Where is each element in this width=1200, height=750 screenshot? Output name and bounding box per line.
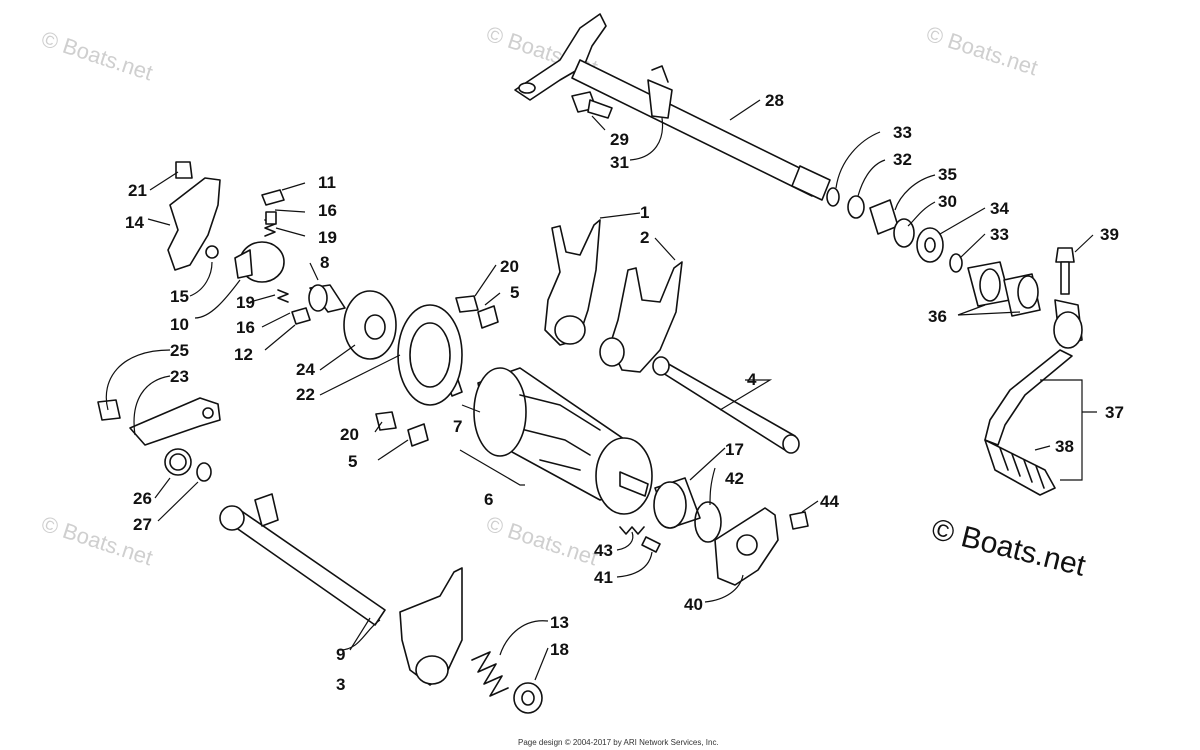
bolt-20-washer-5-lower [375,411,429,447]
cam-10 [234,241,285,283]
callout-label: 36 [928,307,947,326]
callout-label: 10 [170,315,189,334]
cam-24 [343,290,397,360]
brand-mark: © Boats.net [928,513,1089,583]
callout-label: 32 [893,150,912,169]
callout-label: 15 [170,287,189,306]
callout-label: 29 [610,130,629,149]
callout-label: 20 [340,425,359,444]
callout-label: 5 [510,283,519,302]
bolt-25 [97,399,121,421]
callout-label: 19 [236,293,255,312]
shift-fork-3 [399,567,463,686]
callout-label: 33 [990,225,1009,244]
callout-label: 25 [170,341,189,360]
callout-label: 12 [234,345,253,364]
leader-lines [105,99,1097,681]
bolt-21 [175,161,193,179]
bolt-39 [1055,247,1075,295]
spring-43-pin-41 [619,526,661,553]
bearing-22 [397,304,463,406]
bolt-29 [571,91,613,119]
callout-label: 44 [820,492,839,511]
callout-label: 5 [348,452,357,471]
callout-label: 42 [725,469,744,488]
callout-label: 11 [318,173,336,192]
watermark: © Boats.net [923,21,1040,80]
callout-label: 35 [938,165,957,184]
callout-label: 21 [128,181,147,200]
callout-label: 27 [133,515,152,534]
callout-label: 17 [725,440,744,459]
plate-23 [129,397,221,446]
cover-40 [714,507,779,586]
callout-label: 18 [550,640,569,659]
callout-label: 16 [318,201,337,220]
callout-label: 26 [133,489,152,508]
callout-label: 6 [484,490,493,509]
callout-label: 34 [990,199,1009,218]
callout-label: 43 [594,541,613,560]
shift-fork-2 [599,261,683,373]
shift-shaft-28 [514,13,831,201]
callout-label: 30 [938,192,957,211]
callout-label: 3 [336,675,345,694]
callout-label: 24 [296,360,315,379]
bolt-44 [789,511,809,530]
callout-label: 38 [1055,437,1074,456]
callout-label: 33 [893,123,912,142]
callout-labels: 1 2 3 4 5 5 6 7 8 9 10 11 12 13 14 15 16… [125,91,1124,694]
shaft-9 [219,493,386,626]
callout-label: 20 [500,257,519,276]
callout-label: 1 [640,203,649,222]
bearing-17 [653,477,701,529]
collar-18 [513,682,543,714]
washers-30-35 [826,187,963,273]
callout-label: 22 [296,385,315,404]
callout-label: 28 [765,91,784,110]
fork-shaft-4 [652,356,800,454]
callout-label: 16 [236,318,255,337]
callout-label: 31 [610,153,629,172]
footer-credit: Page design © 2004-2017 by ARI Network S… [518,738,719,747]
callout-label: 2 [640,228,649,247]
callout-label: 19 [318,228,337,247]
callout-label: 41 [594,568,613,587]
spring-13 [471,651,509,697]
shift-drum-6 [473,367,653,515]
callout-label: 40 [684,595,703,614]
callout-label: 8 [320,253,329,272]
callout-label: 13 [550,613,569,632]
spring-26 [164,448,192,476]
shift-fork-1 [544,219,601,346]
callout-label: 4 [747,370,757,389]
callout-label: 39 [1100,225,1119,244]
callout-label: 37 [1105,403,1124,422]
callout-label: 14 [125,213,144,232]
stopper-plate-14 [167,177,221,271]
watermark: © Boats.net [38,26,155,85]
bolt-20-washer-5-upper [455,295,499,329]
pawls-11-12 [261,189,311,325]
callout-label: 23 [170,367,189,386]
callout-label: 9 [336,645,345,664]
collar-27 [196,462,212,482]
oring-42 [694,501,722,543]
watermark: © Boats.net [483,511,600,570]
shift-lever-37 [984,299,1083,496]
bushing-36 [967,261,1041,317]
callout-label: 7 [453,417,462,436]
pin-8 [308,284,346,313]
